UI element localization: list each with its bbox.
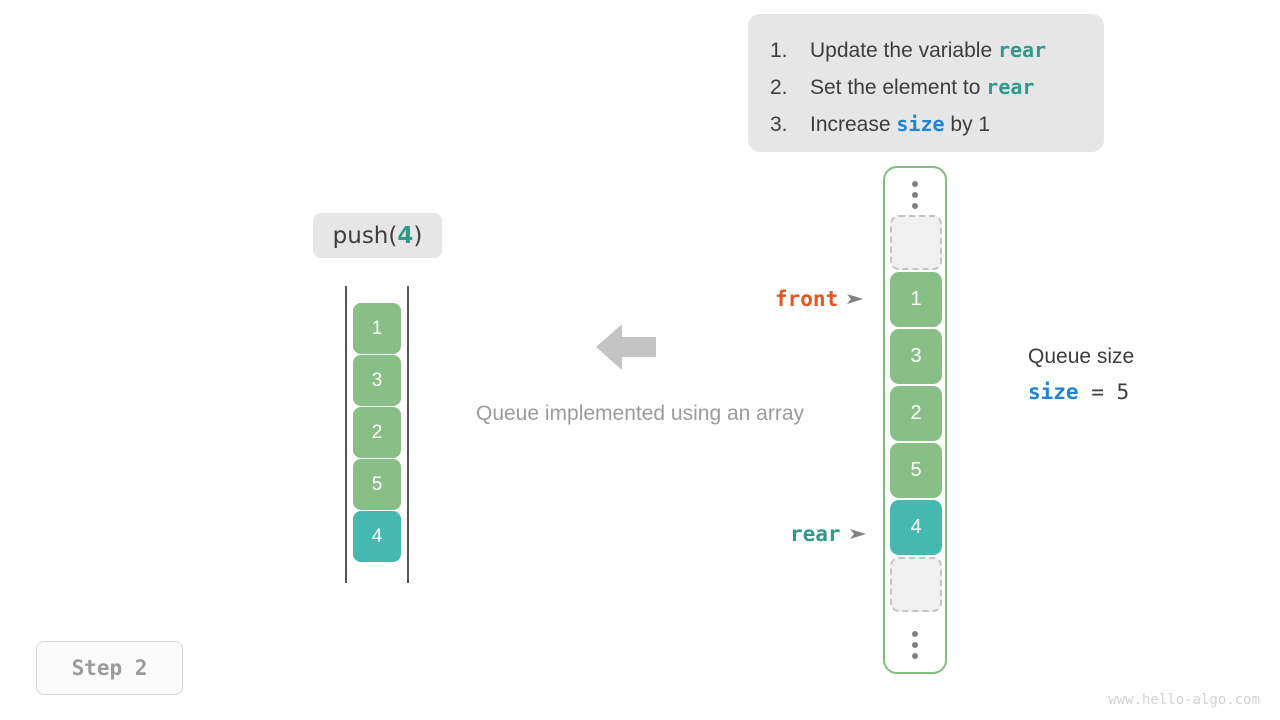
queue-cell: 2 xyxy=(890,386,942,441)
array-cell: 1 xyxy=(353,303,401,354)
ellipsis-dot xyxy=(912,192,918,198)
ellipsis-dot xyxy=(912,642,918,648)
queue-cell-empty xyxy=(890,557,942,612)
rear-pointer: rear xyxy=(790,522,866,546)
instruction-item: 3. Increase size by 1 xyxy=(770,106,1084,143)
ellipsis-dot xyxy=(912,181,918,187)
instruction-item: 1. Update the variable rear xyxy=(770,32,1084,69)
instruction-code-token: rear xyxy=(986,75,1035,99)
ellipsis-dot xyxy=(912,203,918,209)
array-visualization: 1 3 2 5 4 xyxy=(345,286,409,583)
size-operator: = xyxy=(1078,380,1117,404)
queue-cell: 5 xyxy=(890,443,942,498)
operation-close-paren: ) xyxy=(413,222,423,249)
operation-name: push( xyxy=(332,222,398,249)
array-cell-list: 1 3 2 5 4 xyxy=(353,303,401,562)
instruction-item: 2. Set the element to rear xyxy=(770,69,1084,106)
instruction-text: Update the variable xyxy=(810,39,998,62)
vertical-ellipsis-icon xyxy=(885,176,945,214)
ellipsis-dot xyxy=(912,631,918,637)
step-badge: Step 2 xyxy=(36,641,183,695)
queue-cell: 1 xyxy=(890,272,942,327)
instruction-number: 2. xyxy=(770,76,788,99)
instruction-panel: 1. Update the variable rear 2. Set the e… xyxy=(748,14,1104,152)
queue-cell-empty xyxy=(890,215,942,270)
vertical-ellipsis-icon xyxy=(885,626,945,664)
array-cell-highlighted: 4 xyxy=(353,511,401,562)
array-cell: 5 xyxy=(353,459,401,510)
instruction-code-token: size xyxy=(896,112,945,136)
array-cell: 2 xyxy=(353,407,401,458)
diagram-caption: Queue implemented using an array xyxy=(475,402,805,425)
instruction-code-token: rear xyxy=(997,38,1047,62)
instruction-text: Increase xyxy=(810,113,897,136)
size-readout: Queue size size = 5 xyxy=(1028,342,1248,404)
ellipsis-dot xyxy=(912,653,918,659)
instruction-text-suffix: by 1 xyxy=(944,113,991,136)
rear-pointer-label: rear xyxy=(790,522,841,546)
queue-cell: 3 xyxy=(890,329,942,384)
arrow-right-small-icon xyxy=(847,294,864,304)
queue-visualization: 1 3 2 5 4 xyxy=(883,166,947,674)
instruction-number: 3. xyxy=(770,113,788,136)
front-pointer: front xyxy=(775,287,864,311)
queue-cell-highlighted: 4 xyxy=(890,500,942,555)
size-value: 5 xyxy=(1116,380,1130,404)
array-bracket-left xyxy=(345,286,347,583)
size-readout-title: Queue size xyxy=(1028,345,1135,368)
watermark: www.hello-algo.com xyxy=(1108,692,1260,708)
array-cell: 3 xyxy=(353,355,401,406)
operation-label: push(4) xyxy=(313,213,442,258)
queue-cell-list: 1 3 2 5 4 xyxy=(890,215,942,612)
size-readout-expression: size = 5 xyxy=(1028,380,1248,404)
front-pointer-label: front xyxy=(775,287,839,311)
arrow-right-small-icon xyxy=(849,529,866,539)
instruction-number: 1. xyxy=(770,39,788,62)
operation-argument: 4 xyxy=(397,222,414,249)
size-variable-name: size xyxy=(1028,380,1079,404)
instruction-text: Set the element to xyxy=(810,76,987,99)
array-bracket-right xyxy=(407,286,409,583)
arrow-left-icon xyxy=(596,322,656,372)
